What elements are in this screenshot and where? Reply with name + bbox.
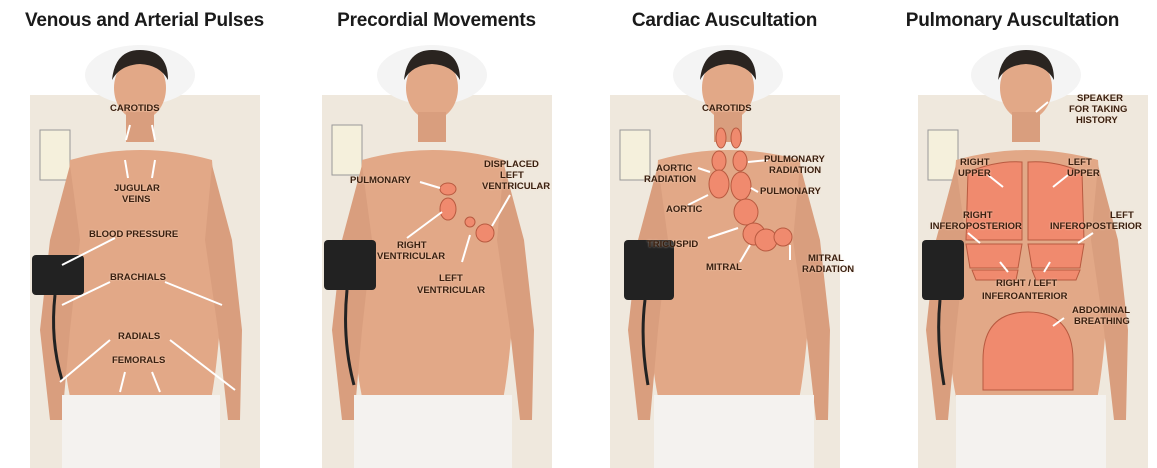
- label-left-upper-2: UPPER: [1067, 168, 1100, 179]
- label-aortic-radiation: RADIATION: [644, 174, 696, 185]
- manikin-image: [580, 0, 869, 468]
- label-left-inferoposterior-1: LEFT: [1110, 210, 1134, 221]
- panel-cardiac-auscultation: Cardiac Auscultation CAROTIDS AORTIC RAD…: [580, 0, 869, 468]
- label-right-upper-2: UPPER: [958, 168, 991, 179]
- label-pulmonary: PULMONARY: [350, 175, 411, 186]
- panel-pulmonary-auscultation: Pulmonary Auscultation SPEAKER FOR TAKIN…: [868, 0, 1157, 468]
- label-right-upper-1: RIGHT: [960, 157, 990, 168]
- label-aortic: AORTIC: [656, 163, 692, 174]
- panel-title: Venous and Arterial Pulses: [0, 10, 289, 32]
- label-radials: RADIALS: [118, 331, 160, 342]
- label-inferoanterior: INFEROANTERIOR: [982, 291, 1068, 302]
- label-right-inferoposterior-1: RIGHT: [963, 210, 993, 221]
- label-speaker: SPEAKER: [1077, 93, 1123, 104]
- label-pulmonary-area: PULMONARY: [760, 186, 821, 197]
- label-right: RIGHT: [397, 240, 427, 251]
- panel-title: Cardiac Auscultation: [580, 10, 869, 32]
- label-femorals: FEMORALS: [112, 355, 165, 366]
- label-tricuspid: TRICUSPID: [647, 239, 698, 250]
- panel-title: Precordial Movements: [292, 10, 581, 32]
- label-carotids: CAROTIDS: [702, 103, 752, 114]
- label-left-inferoposterior-2: INFEROPOSTERIOR: [1050, 221, 1142, 232]
- panel-title: Pulmonary Auscultation: [868, 10, 1157, 32]
- label-left: LEFT: [500, 170, 524, 181]
- label-jugular: JUGULAR: [114, 183, 160, 194]
- label-blood-pressure: BLOOD PRESSURE: [89, 229, 178, 240]
- label-veins: VEINS: [122, 194, 151, 205]
- label-mitral-radiation-1: MITRAL: [808, 253, 844, 264]
- label-carotids: CAROTIDS: [110, 103, 160, 114]
- label-ventricular-left: VENTRICULAR: [417, 285, 485, 296]
- label-displaced: DISPLACED: [484, 159, 539, 170]
- label-right-inferoposterior-2: INFEROPOSTERIOR: [930, 221, 1022, 232]
- label-breathing: BREATHING: [1074, 316, 1130, 327]
- label-mitral-radiation-2: RADIATION: [802, 264, 854, 275]
- panel-precordial-movements: Precordial Movements PULMONARY DISPLACED…: [292, 0, 581, 468]
- label-aortic-area: AORTIC: [666, 204, 702, 215]
- label-pulmonary: PULMONARY: [764, 154, 825, 165]
- label-ventricular-right: VENTRICULAR: [377, 251, 445, 262]
- label-mitral: MITRAL: [706, 262, 742, 273]
- label-history: HISTORY: [1076, 115, 1118, 126]
- label-abdominal: ABDOMINAL: [1072, 305, 1130, 316]
- label-for-taking: FOR TAKING: [1069, 104, 1127, 115]
- manikin-image: [292, 0, 581, 468]
- label-pulmonary-radiation: RADIATION: [769, 165, 821, 176]
- label-left-ventricular: LEFT: [439, 273, 463, 284]
- panel-venous-arterial-pulses: Venous and Arterial Pulses CAROTIDS JUGU…: [0, 0, 289, 468]
- manikin-image: [868, 0, 1157, 468]
- label-ventricular-displaced: VENTRICULAR: [482, 181, 550, 192]
- label-brachials: BRACHIALS: [110, 272, 166, 283]
- label-right-left: RIGHT / LEFT: [996, 278, 1057, 289]
- label-left-upper-1: LEFT: [1068, 157, 1092, 168]
